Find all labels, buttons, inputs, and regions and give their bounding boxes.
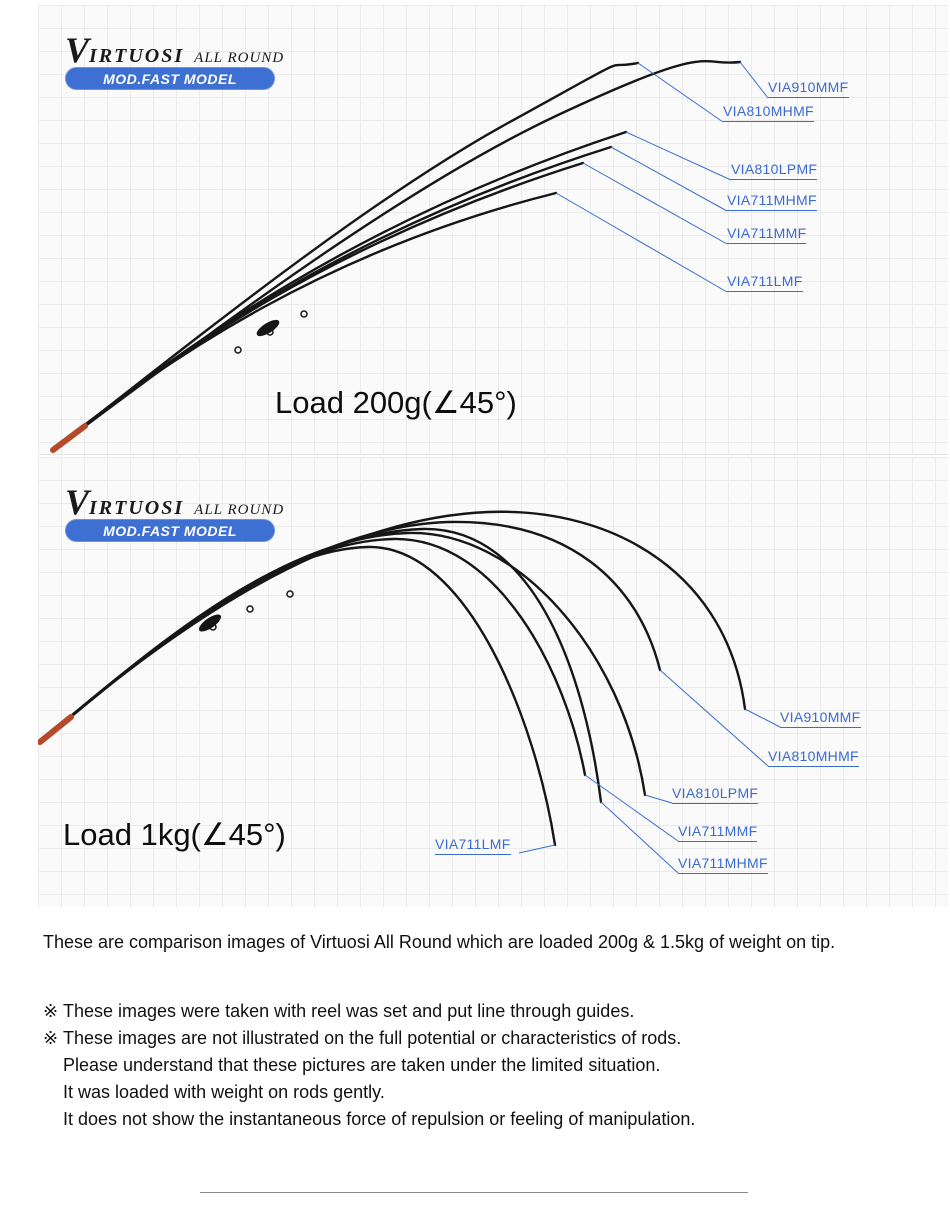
rod-label-via910mmf[interactable]: VIA910MMF — [768, 79, 849, 98]
leader-line — [600, 801, 679, 874]
load-label-200g: Load 200g(∠45°) — [275, 385, 517, 420]
note-text: Please understand that these pictures ar… — [63, 1055, 661, 1075]
note-line: ※ These images were taken with reel was … — [43, 998, 928, 1025]
model-type-badge: MOD.FAST MODEL — [65, 519, 275, 542]
reel-seat — [198, 614, 222, 632]
note-marker — [43, 1052, 63, 1079]
leader-line — [584, 774, 679, 842]
rod-label-via810mhmf[interactable]: VIA810MHMF — [768, 748, 859, 767]
rod-label-via810lpmf[interactable]: VIA810LPMF — [731, 161, 818, 180]
rod-curves — [51, 59, 742, 452]
leader-line — [518, 844, 556, 854]
note-line: ※ These images are not illustrated on th… — [43, 1025, 928, 1052]
rod-label-via711mmf[interactable]: VIA711MMF — [727, 225, 807, 244]
panel-load-200g: VIRTUOSI ALL ROUND MOD.FAST MODEL Load 20… — [38, 5, 948, 455]
leader-line — [625, 131, 732, 181]
rod-label-via711mhmf[interactable]: VIA711MHMF — [678, 855, 768, 874]
leader-line — [744, 708, 781, 728]
rod-guide-ring — [234, 346, 242, 354]
footer-divider — [200, 1192, 748, 1193]
leader-line — [659, 669, 769, 767]
rod-butt-grip — [50, 423, 88, 453]
brand-logo: VIRTUOSI ALL ROUND — [65, 29, 284, 71]
rod-curve-via711mmf — [38, 537, 587, 777]
description-block: These are comparison images of Virtuosi … — [43, 931, 928, 1133]
rod-guides — [234, 310, 308, 354]
rod-curve-via910mmf — [38, 510, 747, 744]
reel-seat — [256, 319, 280, 337]
rod-curve-via810mhmf — [51, 61, 640, 452]
rod-label-via711mmf[interactable]: VIA711MMF — [678, 823, 758, 842]
rod-label-via810mhmf[interactable]: VIA810MHMF — [723, 103, 814, 122]
rod-label-via711lmf[interactable]: VIA711LMF — [435, 836, 511, 855]
leader-line — [739, 61, 769, 99]
leader-line — [582, 162, 728, 245]
rod-bend-illustration-1kg — [38, 510, 781, 874]
rod-label-via711lmf[interactable]: VIA711LMF — [727, 273, 803, 292]
brand-logo: VIRTUOSI ALL ROUND — [65, 481, 284, 523]
note-marker: ※ — [43, 1028, 59, 1048]
rod-guide-ring — [286, 590, 294, 598]
brand-logo-series: ALL ROUND — [194, 502, 285, 518]
note-text: These images are not illustrated on the … — [63, 1028, 682, 1048]
description-intro: These are comparison images of Virtuosi … — [43, 932, 836, 952]
rod-label-via711mhmf[interactable]: VIA711MHMF — [727, 192, 817, 211]
leader-lines — [555, 61, 769, 293]
brand-logo-initial: V — [65, 30, 90, 70]
description-notes: ※ These images were taken with reel was … — [43, 998, 928, 1133]
note-text: These images were taken with reel was se… — [63, 1001, 635, 1021]
rod-bend-illustration-200g — [50, 59, 769, 453]
leader-line — [555, 192, 728, 293]
rod-label-via810lpmf[interactable]: VIA810LPMF — [672, 785, 759, 804]
leader-line — [637, 62, 724, 123]
note-text: It does not show the instantaneous force… — [63, 1109, 696, 1129]
rod-curve-via810lpmf — [38, 531, 647, 797]
rod-guide-ring — [246, 605, 254, 613]
rod-label-via910mmf[interactable]: VIA910MMF — [780, 709, 861, 728]
leader-line — [644, 794, 673, 804]
brand-logo-name: IRTUOSI — [89, 45, 185, 67]
rod-curve-via711lmf — [51, 191, 558, 452]
rod-guides — [198, 590, 294, 632]
note-line: It was loaded with weight on rods gently… — [43, 1079, 928, 1106]
model-type-badge: MOD.FAST MODEL — [65, 67, 275, 90]
note-marker: ※ — [43, 1001, 59, 1021]
note-marker — [43, 1079, 63, 1106]
brand-logo-name: IRTUOSI — [89, 497, 185, 519]
rod-butt-grip — [38, 714, 74, 745]
note-marker — [43, 1106, 63, 1133]
note-line: Please understand that these pictures ar… — [43, 1052, 928, 1079]
brand-logo-series: ALL ROUND — [194, 50, 285, 66]
note-line: It does not show the instantaneous force… — [43, 1106, 928, 1133]
panel-load-1kg: VIRTUOSI ALL ROUND MOD.FAST MODEL Load 1k… — [38, 457, 948, 907]
leader-line — [610, 146, 728, 212]
load-label-1kg: Load 1kg(∠45°) — [63, 817, 286, 852]
rod-curve-via711lmf — [38, 545, 557, 847]
note-text: It was loaded with weight on rods gently… — [63, 1082, 385, 1102]
brand-logo-initial: V — [65, 482, 90, 522]
rod-guide-ring — [300, 310, 308, 318]
leader-lines — [518, 669, 781, 874]
rod-curves — [38, 510, 747, 847]
